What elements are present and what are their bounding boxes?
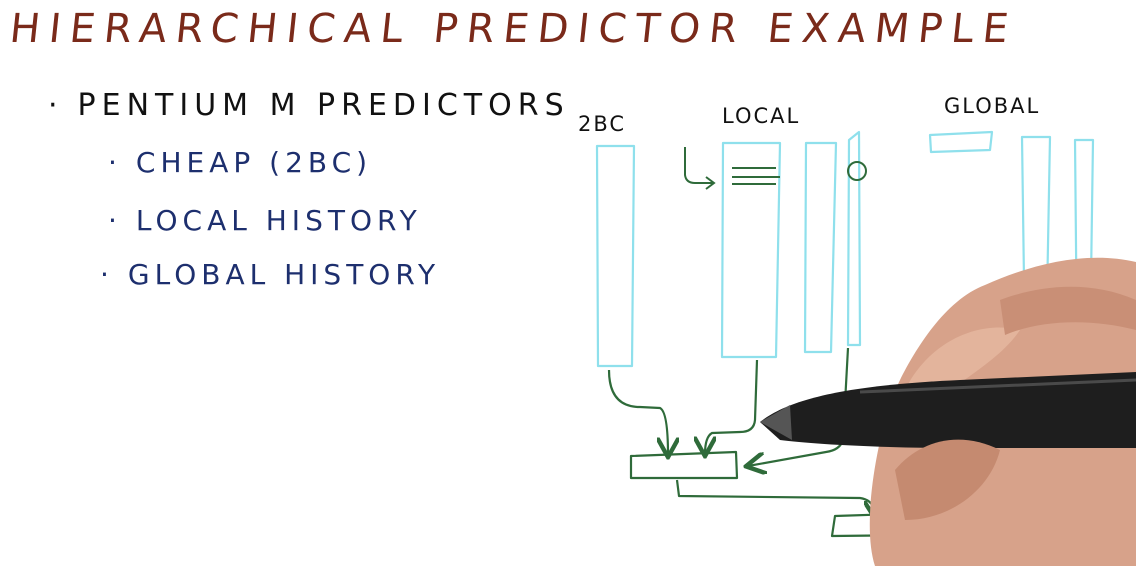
bullet-main-text: PENTIUM M PREDICTORS: [77, 88, 570, 123]
wire-2bc: [607, 369, 668, 455]
bullet-sub-text: GLOBAL HISTORY: [127, 258, 441, 291]
hand-with-pen-image: [760, 257, 1136, 566]
wire-mux-out: [675, 479, 876, 518]
table-global-register: [928, 130, 994, 154]
table-local-history: [720, 141, 782, 359]
bullet-local-history: · LOCAL HISTORY: [108, 204, 422, 237]
bullet-dot: ·: [100, 258, 114, 291]
table-local-narrow: [846, 130, 862, 347]
pen-body: [760, 372, 1136, 448]
label-local: LOCAL: [722, 104, 801, 128]
mux-first: [629, 450, 739, 480]
bullet-sub-text: LOCAL HISTORY: [135, 204, 422, 237]
selected-entry-icon: [847, 161, 867, 181]
bullet-cheap: · CHEAP (2BC): [108, 146, 372, 179]
bullet-pentium-m: · PENTIUM M PREDICTORS: [48, 88, 570, 123]
bullet-dot: ·: [108, 204, 122, 237]
local-history-marks: [684, 147, 867, 190]
label-2bc: 2BC: [578, 112, 627, 136]
wire-local: [705, 359, 759, 454]
hook-arrow: [684, 147, 713, 184]
bullet-dot: ·: [48, 88, 64, 123]
bullet-dot: ·: [108, 146, 122, 179]
bullet-sub-text: CHEAP (2BC): [135, 146, 373, 179]
table-2bc: [595, 144, 636, 368]
pen-tip: [760, 405, 792, 440]
bullet-global-history: · GLOBAL HISTORY: [100, 258, 440, 291]
label-global: GLOBAL: [944, 94, 1041, 118]
table-local-counter: [803, 141, 838, 354]
